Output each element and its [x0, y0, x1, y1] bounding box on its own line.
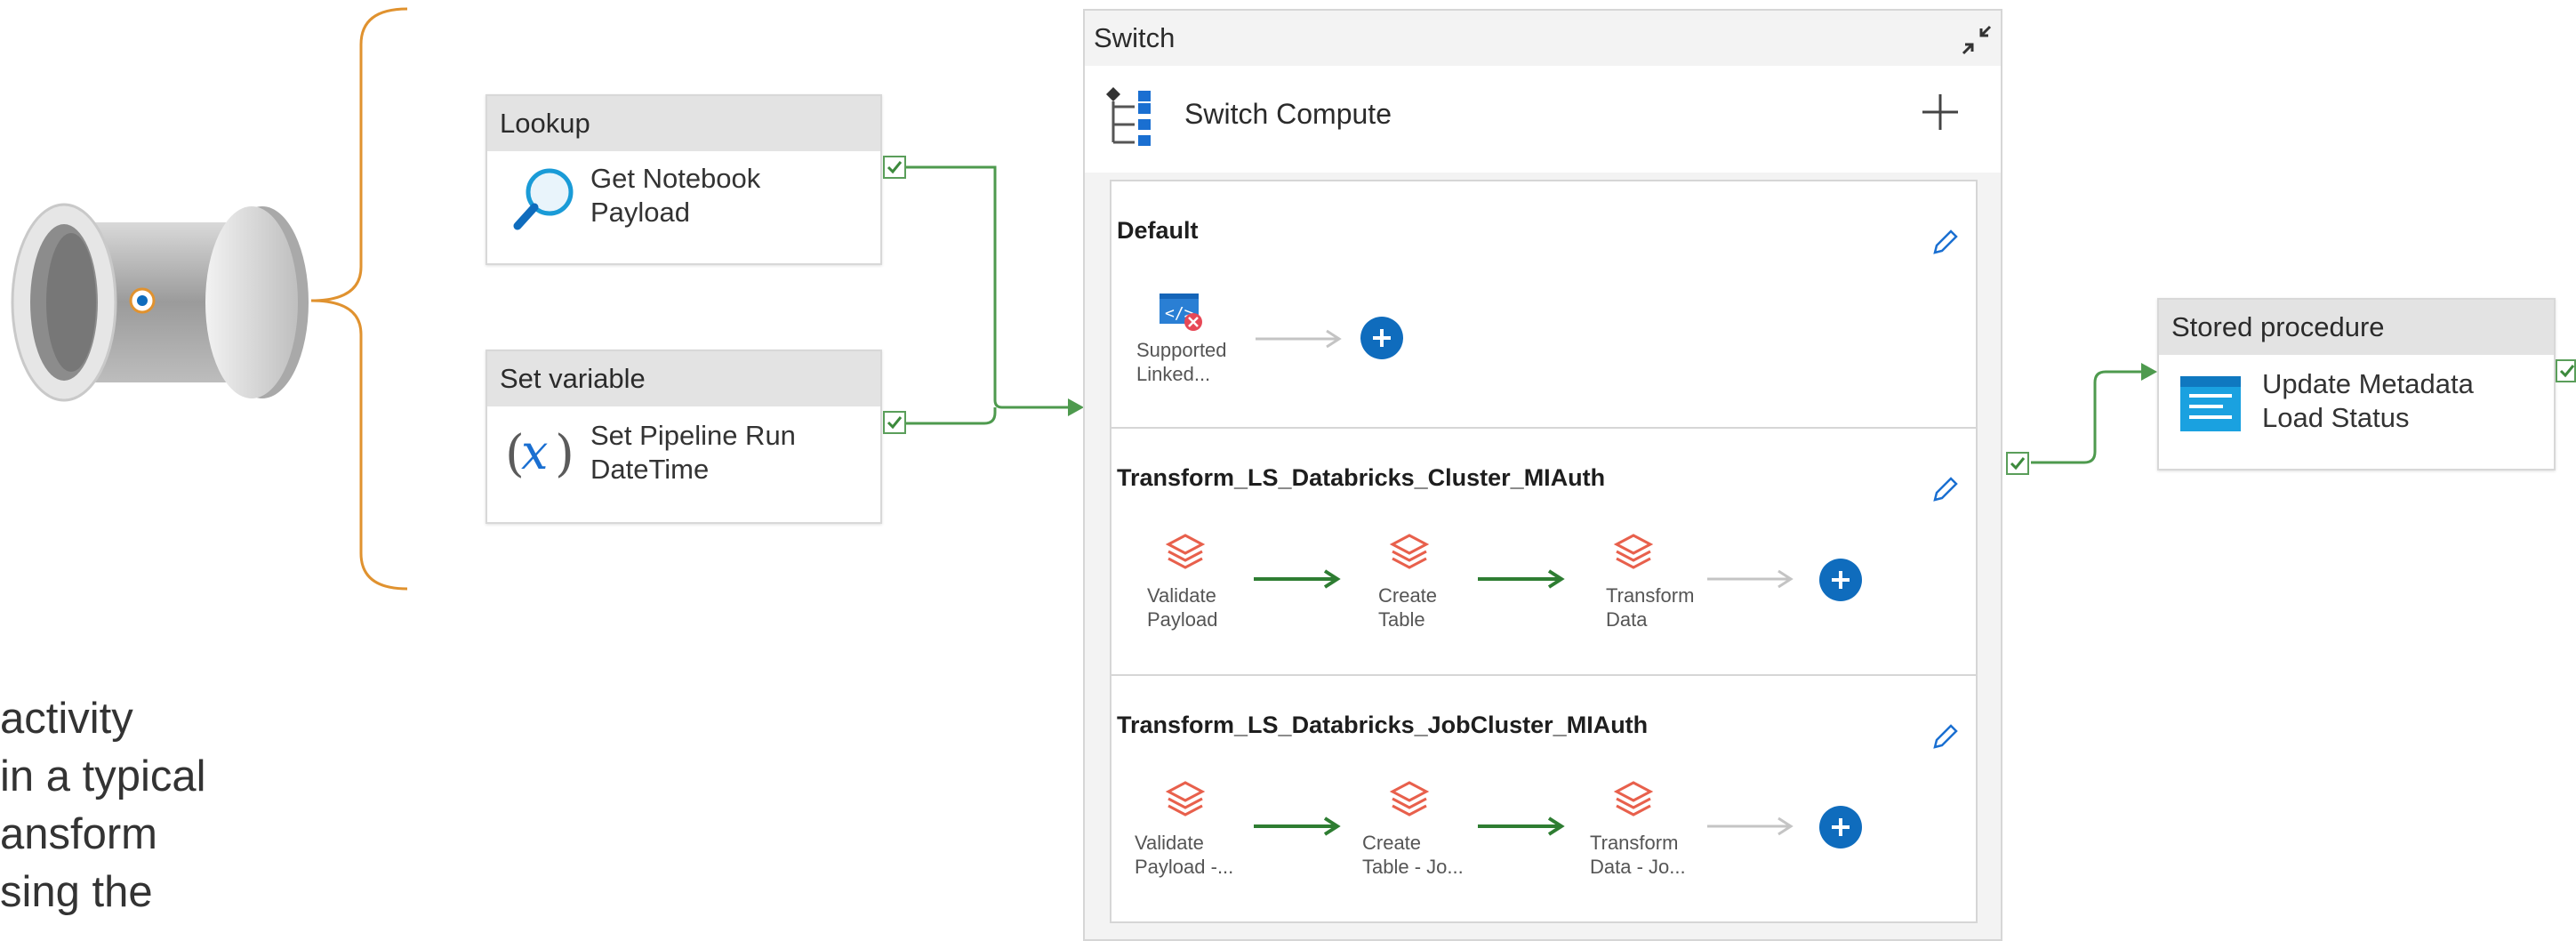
svg-text:(: ( [505, 425, 525, 483]
switch-compute-row [1085, 66, 2001, 173]
caption-line: ansform [0, 810, 158, 858]
success-connector-to-stored-procedure [2031, 363, 2157, 464]
stored-procedure-activity-card[interactable]: Stored procedure Update Metadata Load St… [2157, 298, 2556, 471]
caption-line: activity [0, 695, 133, 743]
switch-case-cluster-miauth[interactable]: Transform_LS_Databricks_Cluster_MIAuth V… [1110, 427, 1978, 676]
add-activity-button[interactable] [1819, 806, 1862, 849]
lookup-activity-header: Lookup [487, 96, 880, 151]
variable-x-icon: ( x ) [505, 424, 574, 483]
description-caption: activity in a typical ansform sing the [0, 690, 206, 921]
caption-line: in a typical [0, 752, 206, 800]
collapse-icon[interactable] [1960, 23, 1994, 57]
stored-procedure-success-check-icon[interactable] [2556, 359, 2576, 382]
stored-procedure-icon [2180, 376, 2241, 431]
switch-case-jobcluster-miauth[interactable]: Transform_LS_Databricks_JobCluster_MIAut… [1110, 674, 1978, 923]
svg-text:): ) [555, 425, 574, 483]
databricks-icon [1613, 534, 1654, 569]
success-connector-arrow [1254, 569, 1341, 589]
edit-pencil-icon[interactable] [1931, 228, 1960, 256]
case-title: Transform_LS_Databricks_JobCluster_MIAut… [1117, 712, 1649, 738]
add-case-plus-icon[interactable] [1921, 92, 1960, 132]
activity-label: Transform Data - Jo... [1590, 832, 1686, 878]
lookup-success-check-icon[interactable] [883, 156, 906, 179]
switch-case-default[interactable]: Default </> Supported Linked... [1110, 180, 1978, 429]
activity-label: Validate Payload -... [1135, 832, 1234, 878]
lookup-activity-card[interactable]: Lookup Get Notebook Payload [486, 94, 882, 265]
search-icon [513, 168, 574, 230]
activity-label: Validate Payload [1147, 584, 1218, 631]
add-activity-button[interactable] [1360, 317, 1403, 359]
success-connector-arrow [1478, 816, 1565, 836]
success-connector-arrow [1478, 569, 1565, 589]
switch-activity-container[interactable]: Switch Switch Compute Default </> [1083, 9, 2002, 941]
lookup-activity-label: Get Notebook Payload [590, 163, 761, 228]
set-variable-activity-header: Set variable [487, 351, 880, 406]
databricks-icon [1165, 781, 1206, 816]
pending-connector-arrow [1707, 569, 1794, 589]
code-activity-error-icon: </> [1160, 294, 1202, 331]
case-title: Default [1117, 217, 1199, 244]
set-variable-activity-card[interactable]: Set variable ( x ) Set Pipeline Run Date… [486, 350, 882, 524]
pending-connector-arrow [1256, 329, 1342, 349]
edit-pencil-icon[interactable] [1931, 722, 1960, 751]
caption-line: sing the [0, 868, 153, 916]
databricks-icon [1613, 781, 1654, 816]
stored-procedure-activity-header: Stored procedure [2159, 300, 2554, 355]
databricks-icon [1389, 781, 1430, 816]
switch-branch-icon [1106, 87, 1151, 146]
grouping-bracket [310, 7, 408, 591]
stored-procedure-activity-label: Update Metadata Load Status [2262, 368, 2474, 433]
databricks-icon [1389, 534, 1430, 569]
activity-label: Create Table [1378, 584, 1438, 631]
svg-text:x: x [521, 424, 548, 480]
activity-label: Supported Linked... [1136, 339, 1227, 385]
add-activity-button[interactable] [1819, 559, 1862, 601]
activity-label: Create Table - Jo... [1362, 832, 1464, 878]
switch-success-check-icon[interactable] [2006, 452, 2029, 475]
set-variable-success-check-icon[interactable] [883, 411, 906, 434]
activity-label: Transform Data [1606, 584, 1695, 631]
pipeline-cylinder-graphic [11, 203, 309, 402]
success-connector-to-switch [906, 165, 1084, 425]
databricks-icon [1165, 534, 1206, 569]
switch-activity-header: Switch [1094, 22, 1176, 53]
edit-pencil-icon[interactable] [1931, 475, 1960, 503]
switch-compute-label: Switch Compute [1184, 98, 1392, 130]
pending-connector-arrow [1707, 816, 1794, 836]
success-connector-arrow [1254, 816, 1341, 836]
set-variable-activity-label: Set Pipeline Run DateTime [590, 420, 796, 485]
case-title: Transform_LS_Databricks_Cluster_MIAuth [1117, 464, 1606, 491]
